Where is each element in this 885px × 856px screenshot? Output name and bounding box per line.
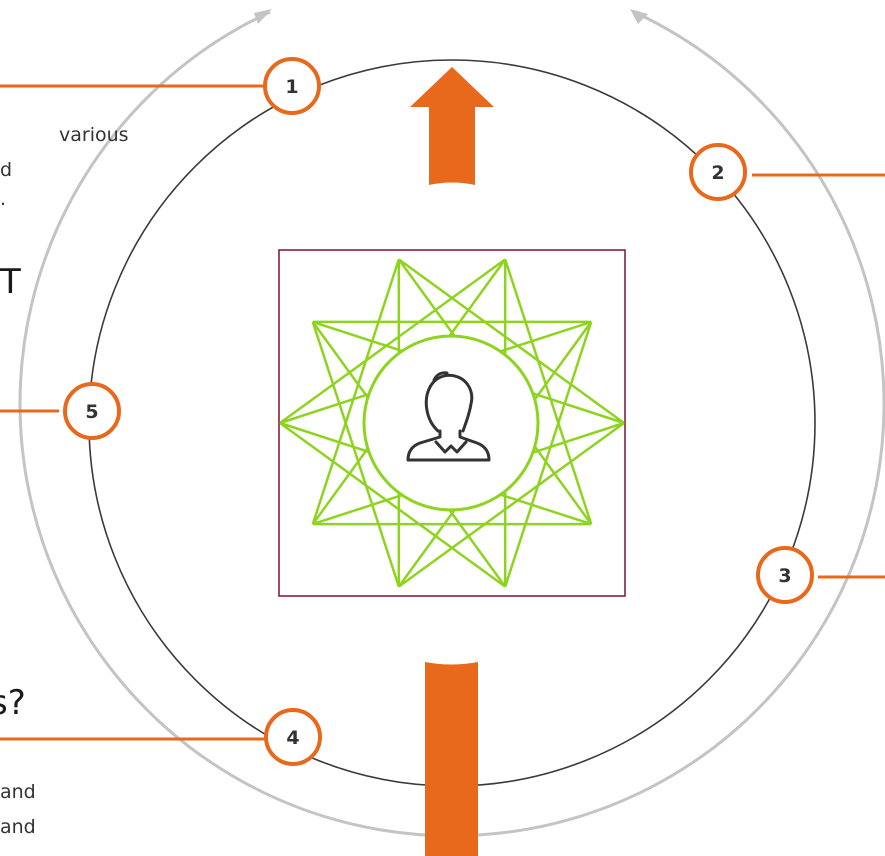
badge-2[interactable]: 2 <box>689 143 747 201</box>
star-line <box>398 258 625 425</box>
badge-3[interactable]: 3 <box>756 546 814 604</box>
outer-ring-arrowhead-left <box>254 9 272 24</box>
badge-4-label: 4 <box>286 727 299 749</box>
badge-1-label: 1 <box>285 76 298 98</box>
bottom-bar <box>425 662 478 856</box>
badge-5[interactable]: 5 <box>63 382 121 440</box>
text-fragment-d: d <box>0 159 13 181</box>
badge-1[interactable]: 1 <box>263 57 321 115</box>
center-circle <box>362 334 540 512</box>
text-fragment-heading-t: T <box>0 262 21 302</box>
star-line <box>279 258 506 425</box>
badge-3-label: 3 <box>778 565 791 587</box>
arrow-up-icon <box>410 67 494 185</box>
bottom-bar-top-curve <box>425 660 478 665</box>
text-fragment-dot: . <box>0 188 7 210</box>
badge-4[interactable]: 4 <box>264 708 322 766</box>
badge-2-label: 2 <box>711 162 724 184</box>
text-fragment-and-2: and <box>0 816 36 838</box>
outer-ring-arrowhead-right <box>630 9 648 24</box>
text-fragment-heading-question: s? <box>0 683 26 723</box>
person-icon <box>406 371 491 462</box>
top-arrow-base-curve <box>429 182 475 185</box>
star-line <box>311 259 400 525</box>
badge-5-label: 5 <box>85 401 98 423</box>
star-line <box>398 421 625 588</box>
star-line <box>279 421 506 588</box>
text-fragment-and-1: and <box>0 781 36 803</box>
star-line <box>504 259 593 525</box>
star-line <box>311 321 400 587</box>
star-line <box>504 321 593 587</box>
text-fragment-various: various <box>59 124 129 146</box>
